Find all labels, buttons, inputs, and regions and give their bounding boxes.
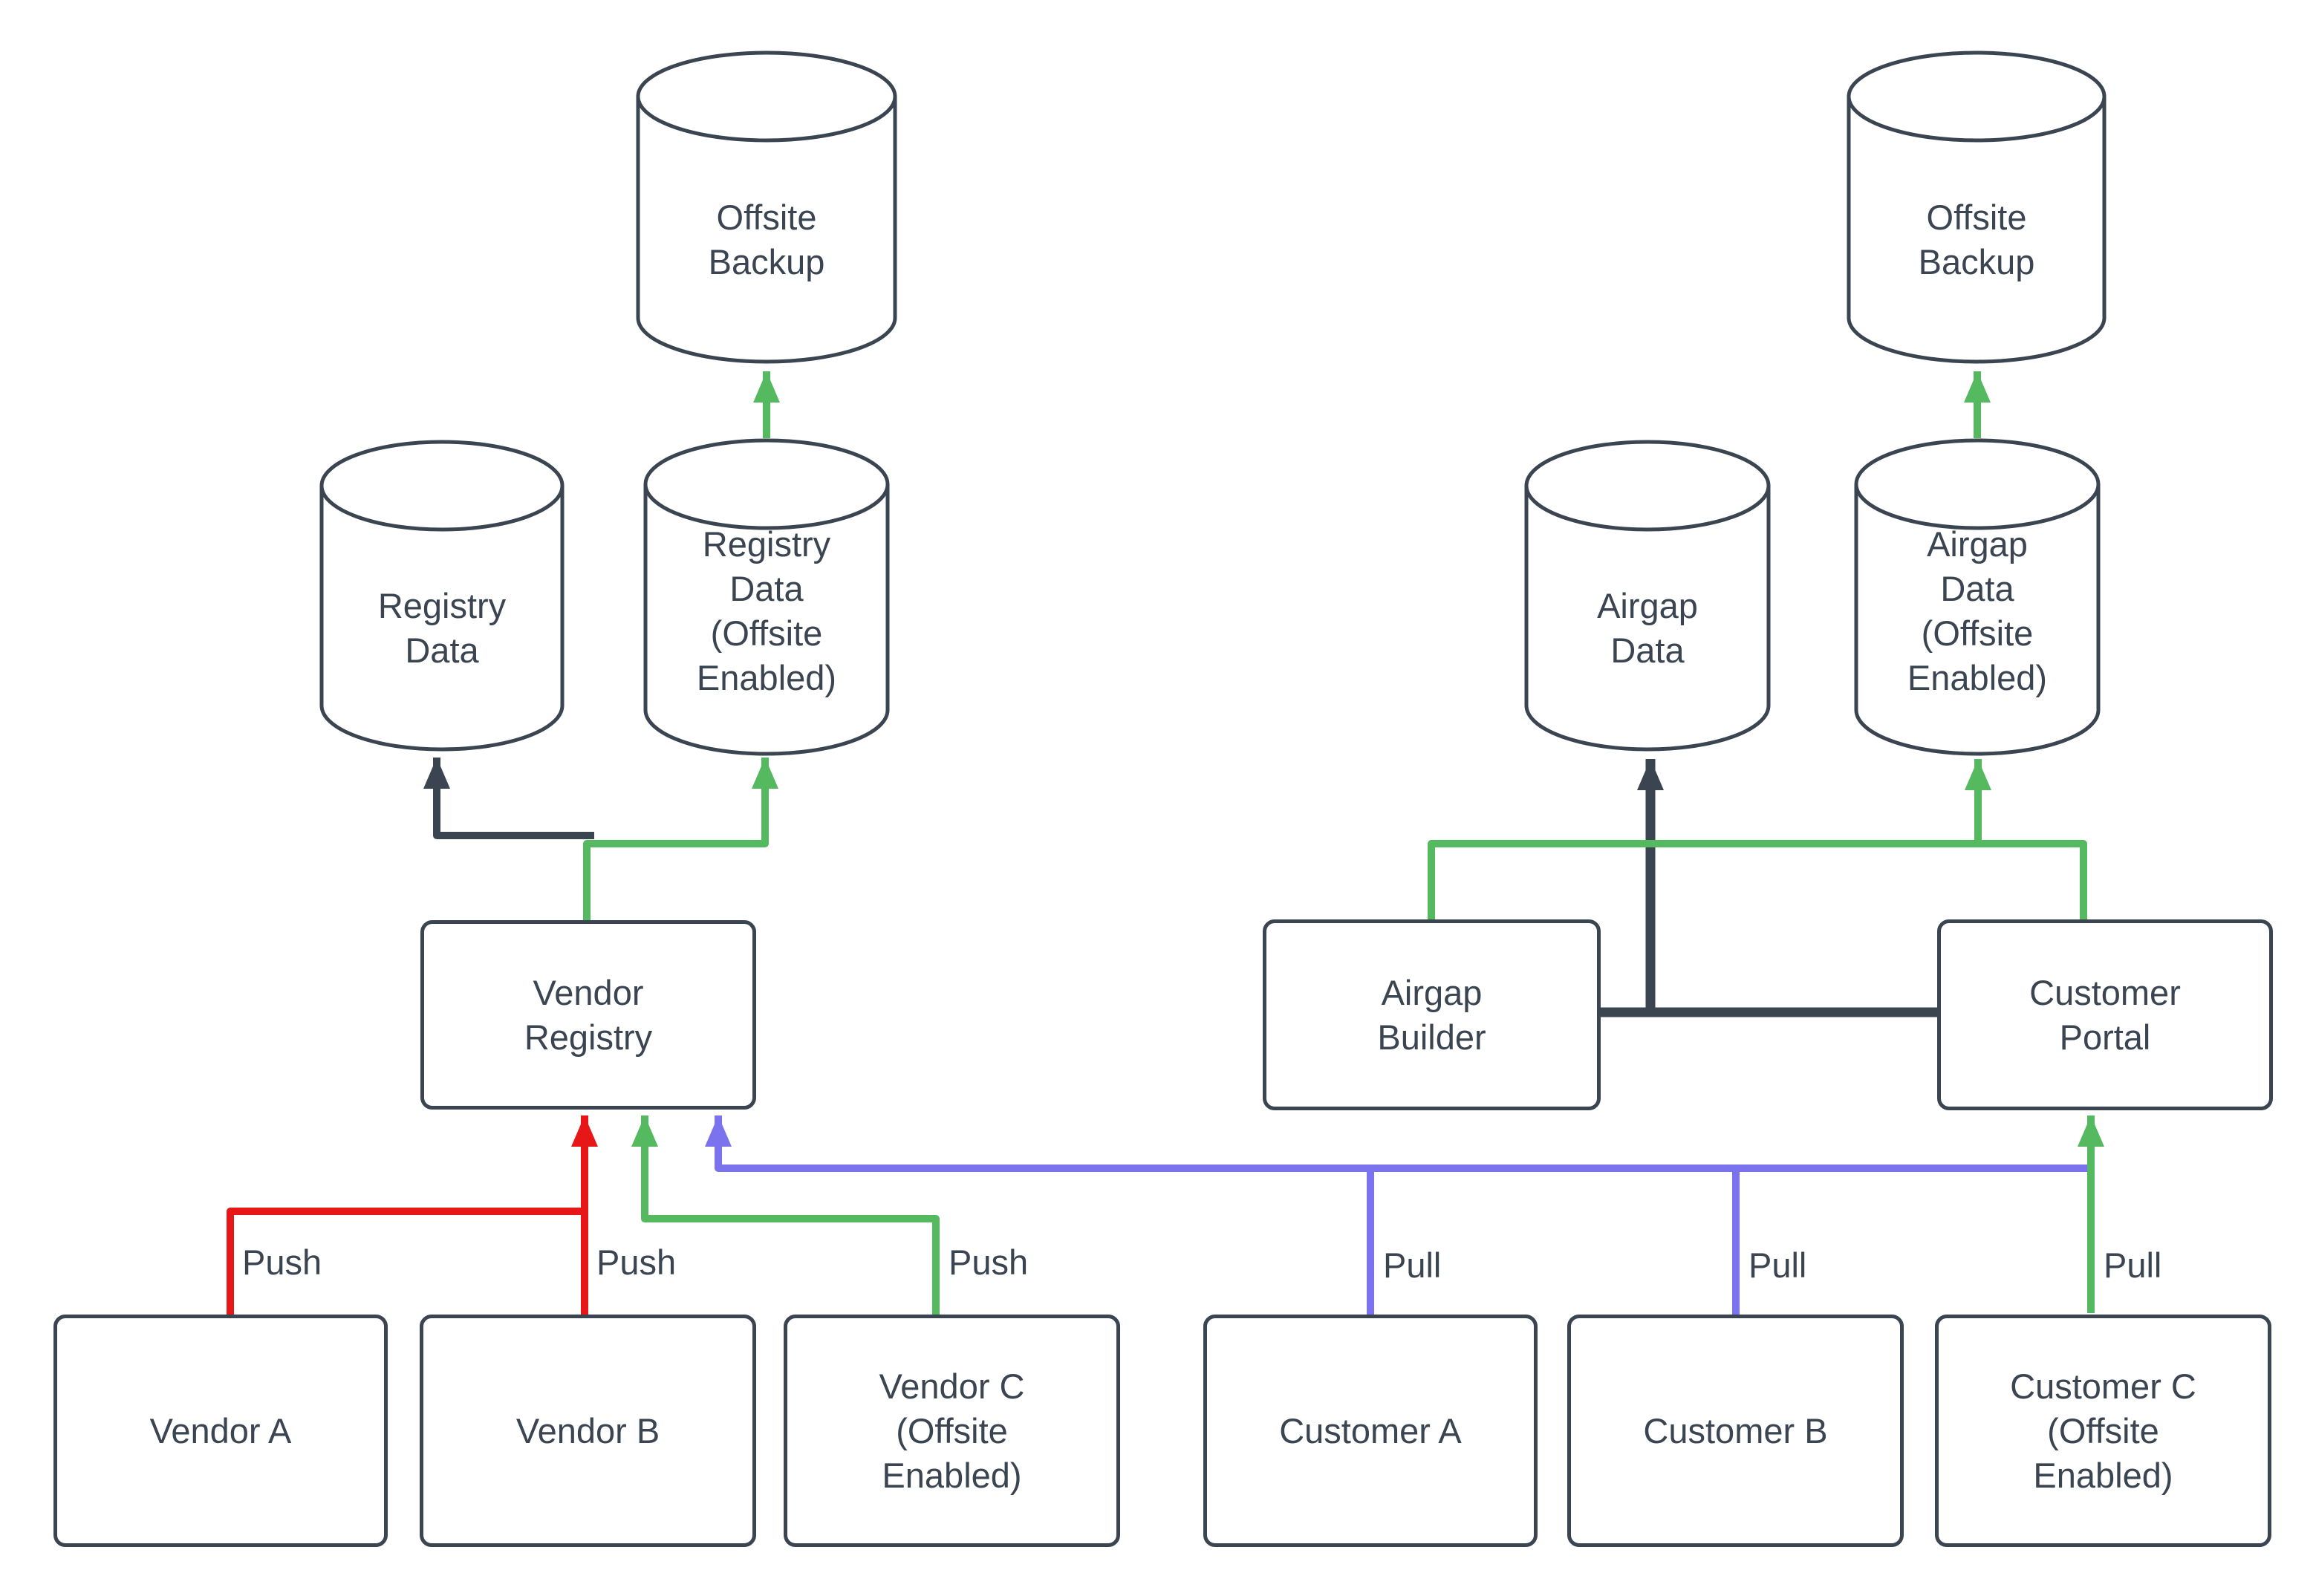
edge-label-push-vendor-a: Push <box>242 1242 322 1282</box>
cylinder-shape <box>319 440 565 752</box>
edge-registry-to-registry-data-offsite <box>583 758 778 921</box>
node-airgap-builder: Airgap Builder <box>1263 919 1601 1110</box>
node-customer-c: Customer C (Offsite Enabled) <box>1935 1315 2271 1547</box>
node-vendor-b: Vendor B <box>420 1315 756 1547</box>
edge-registry-to-registry-data <box>423 758 594 839</box>
cylinder-registry-data: Registry Data <box>319 440 565 752</box>
cylinder-shape <box>636 51 897 364</box>
cylinder-shape <box>643 438 890 756</box>
cylinder-registry-data-offsite: Registry Data (Offsite Enabled) <box>643 438 890 756</box>
cylinder-offsite-backup-right: Offsite Backup <box>1847 51 2107 364</box>
edge-label-pull-customer-a: Pull <box>1383 1245 1442 1285</box>
cylinder-label: Registry Data <box>377 586 507 671</box>
cylinder-shape <box>1847 51 2107 364</box>
node-vendor-registry: Vendor Registry <box>420 920 756 1110</box>
cylinder-label: Offsite Backup <box>1918 198 2035 282</box>
node-customer-b: Customer B <box>1567 1315 1904 1547</box>
node-vendor-c: Vendor C (Offsite Enabled) <box>784 1315 1120 1547</box>
cylinder-label: Airgap Data (Offsite Enabled) <box>1907 524 2048 698</box>
node-customer-portal: Customer Portal <box>1937 919 2273 1110</box>
node-vendor-a: Vendor A <box>53 1315 388 1547</box>
cylinder-shape <box>1524 440 1771 752</box>
edge-customers-pull <box>718 1115 2089 1316</box>
cylinder-airgap-data: Airgap Data <box>1524 440 1771 752</box>
edge-builder-portal-green <box>1428 840 2087 921</box>
cylinder-label: Registry Data (Offsite Enabled) <box>696 524 837 698</box>
cylinder-label: Airgap Data <box>1597 586 1698 671</box>
cylinder-airgap-data-offsite: Airgap Data (Offsite Enabled) <box>1854 438 2101 756</box>
edge-label-pull-customer-b: Pull <box>1748 1245 1807 1285</box>
cylinder-offsite-backup-left: Offsite Backup <box>636 51 897 364</box>
edge-vendor-ab-push <box>227 1115 585 1315</box>
cylinder-shape <box>1854 438 2101 756</box>
edge-label-push-vendor-b: Push <box>596 1242 677 1282</box>
edge-vendor-c-push <box>631 1115 940 1315</box>
cylinder-label: Offsite Backup <box>708 198 825 282</box>
edge-label-push-vendor-c: Push <box>949 1242 1029 1282</box>
edge-label-pull-customer-c: Pull <box>2104 1245 2162 1285</box>
node-customer-a: Customer A <box>1203 1315 1538 1547</box>
